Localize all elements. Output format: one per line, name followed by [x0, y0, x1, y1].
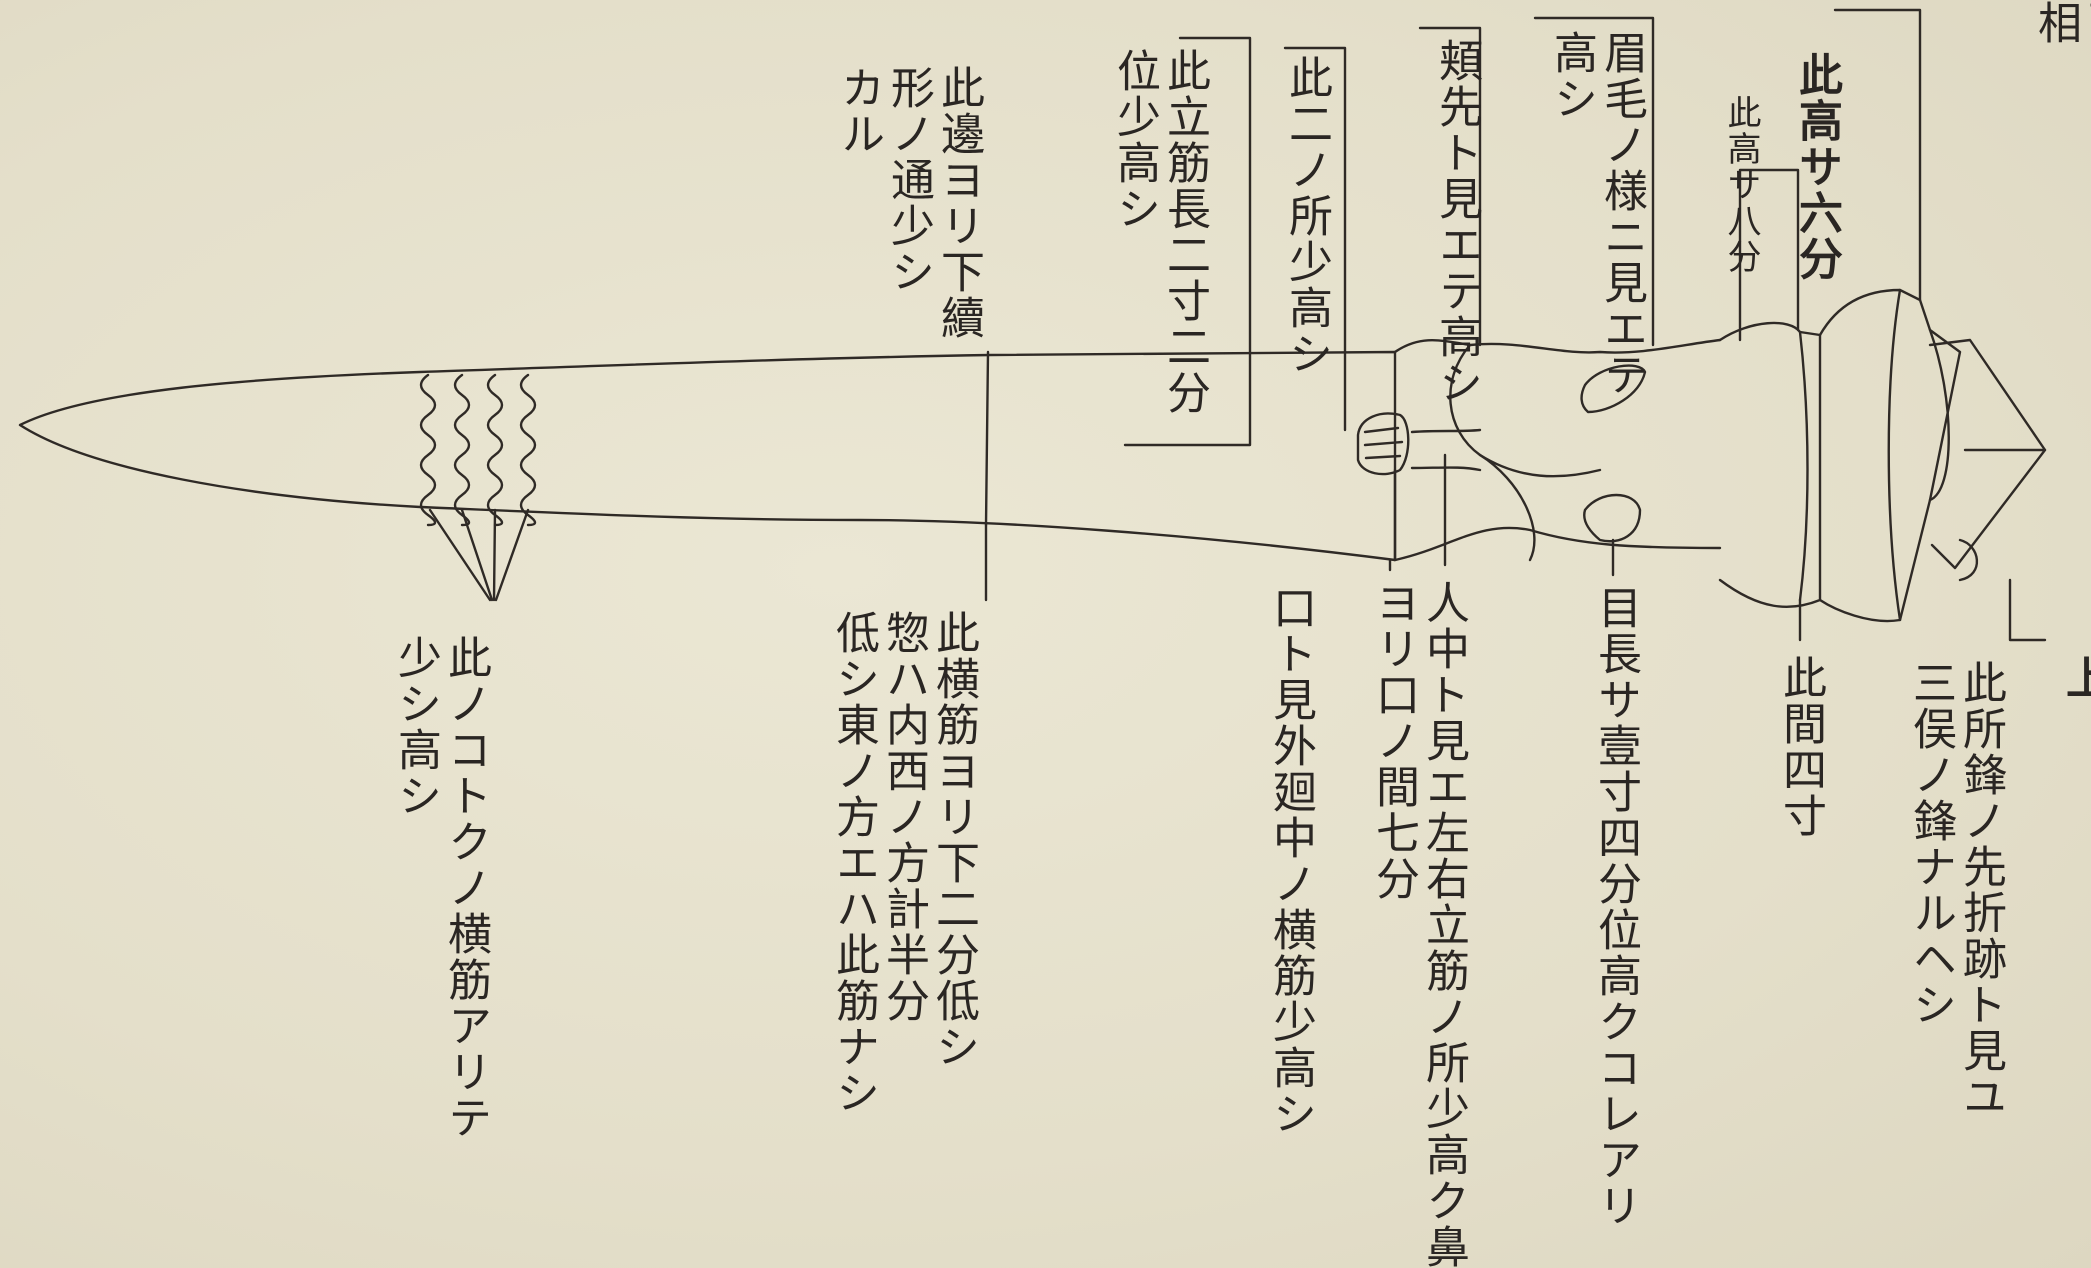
eye-lower	[1583, 493, 1642, 543]
blade-rib-line	[984, 350, 990, 527]
leader-two	[1283, 46, 1347, 432]
collar	[1818, 288, 1962, 623]
note-mouth: 口ト見外廻中ノ横筋少高シ	[1265, 585, 1316, 1137]
note-height-six: 此高サ六分	[1791, 52, 1842, 282]
note-two-places: 此二ノ所少高シ	[1281, 55, 1332, 377]
note-rib-length: 此立筋長二寸二分 位少高シ	[1109, 48, 1210, 416]
note-broken-tip: 此所鋒ノ先折跡ト見ユ 三俣ノ鋒ナルヘシ	[1905, 660, 2006, 1120]
eye-upper	[1580, 364, 1647, 414]
nose	[1356, 412, 1410, 476]
leader-height16	[1833, 8, 1922, 302]
note-eye-length: 目長サ壹寸四分位高クコレアリ	[1590, 585, 1641, 1229]
note-gap-four: 此間四寸	[1775, 655, 1826, 839]
leader-height18	[1738, 168, 1800, 342]
note-eyebrow: 眉毛ノ様ニ見エテ 高シ	[1546, 30, 1647, 398]
leader-eyebrow	[1533, 16, 1655, 347]
face-upper	[1393, 338, 1722, 354]
note-cheek: 頬先ト見エテ高シ	[1431, 38, 1482, 406]
note-tokko-band: 此ノコトクノ横筋アリテ 少シ高シ	[390, 635, 491, 1141]
leader-tip	[2008, 578, 2047, 642]
note-top-mark: 上	[2058, 655, 2091, 701]
note-edge-cutoff: 副 相	[2030, 0, 2091, 46]
leader-rib	[1123, 36, 1252, 447]
leader-cheek	[1418, 26, 1482, 347]
note-edge-continue: 此邊ヨリ下續 形ノ通少シ カル	[833, 65, 984, 341]
note-yoko-band: 此横筋ヨリ下二分低シ 惣ハ内西ノ方計半分 低シ東ノ方エハ此筋ナシ	[828, 610, 979, 1116]
note-jinchu: 人中ト見エ左右立筋ノ所少高ク鼻 ヨリ口ノ間七分	[1368, 580, 1469, 1268]
note-height-eight: 此高サ八分	[1721, 95, 1761, 275]
face-lower	[1393, 526, 1722, 562]
blade-outline	[18, 350, 1397, 562]
